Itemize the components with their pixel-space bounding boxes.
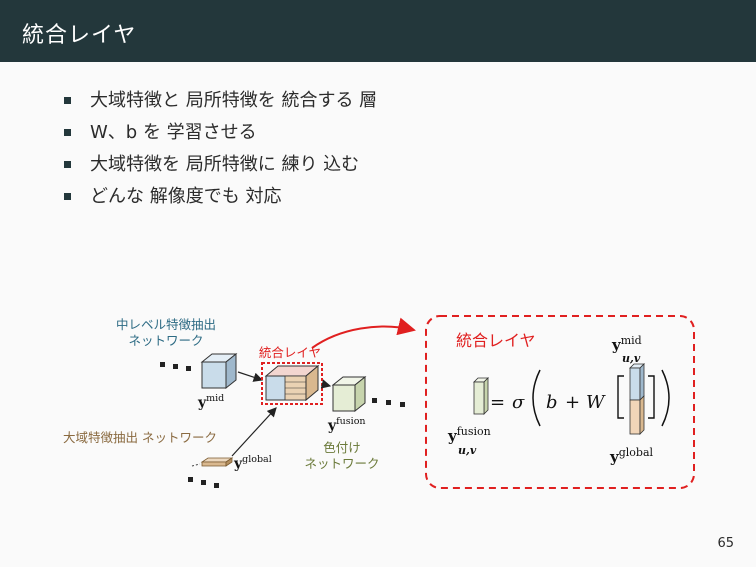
bullet-square-icon xyxy=(64,193,71,200)
plus-sign: + xyxy=(565,392,580,413)
ellipsis-dots-output xyxy=(372,398,405,407)
arrow-global-to-fusion xyxy=(231,407,277,457)
global-feature-slab xyxy=(200,457,234,467)
right-paren xyxy=(661,369,670,427)
bullet-item: 大域特徴と 局所特徴を 統合する 層 xyxy=(62,88,377,120)
title-bar: 統合レイヤ xyxy=(0,0,756,62)
uv-subscript-mid: u,v xyxy=(622,352,641,365)
fusion-layer-cube xyxy=(261,362,323,405)
ellipsis-dots-mid xyxy=(160,362,191,371)
mid-network-label-line1: 中レベル特徴抽出 xyxy=(116,317,216,332)
left-bracket xyxy=(617,375,624,419)
arrow-mid-to-fusion xyxy=(237,371,264,382)
uv-subscript-fusion: u,v xyxy=(458,444,477,457)
color-network-label-line2: ネットワーク xyxy=(304,456,379,471)
detail-title: 統合レイヤ xyxy=(456,331,536,350)
equals-sign: = xyxy=(490,392,505,413)
y-mid-uv-symbol: ymid xyxy=(611,334,642,354)
bullet-item: W、b を 学習させる xyxy=(62,120,377,152)
mid-network-label-line2: ネットワーク xyxy=(128,333,203,348)
bullet-square-icon xyxy=(64,129,71,136)
global-leader-line xyxy=(191,463,201,467)
y-global-eq-symbol: yglobal xyxy=(609,446,654,466)
left-paren xyxy=(532,369,541,427)
bullet-square-icon xyxy=(64,97,71,104)
concat-vector-bar xyxy=(629,363,645,435)
bullet-item: 大域特徴を 局所特徴に 練り 込む xyxy=(62,152,377,184)
y-global-symbol: yglobal xyxy=(233,454,272,472)
fusion-layer-label: 統合レイヤ xyxy=(259,345,321,360)
right-bracket xyxy=(648,375,655,419)
detail-box xyxy=(425,315,695,489)
color-network-label-line1: 色付け xyxy=(323,440,361,455)
bullet-list: 大域特徴と 局所特徴を 統合する 層 W、b を 学習させる 大域特徴を 局所特… xyxy=(62,88,377,216)
bullet-item: どんな 解像度でも 対応 xyxy=(62,184,377,216)
global-network-label: 大域特徴抽出 ネットワーク xyxy=(63,430,217,445)
y-fusion-symbol: yfusion xyxy=(327,416,366,434)
fused-vector-bar xyxy=(473,377,489,415)
bullet-square-icon xyxy=(64,161,71,168)
W-symbol: W xyxy=(586,392,606,413)
slide-title: 統合レイヤ xyxy=(22,23,137,48)
zoom-arrow xyxy=(311,317,416,349)
page-number: 65 xyxy=(717,536,734,551)
b-symbol: b xyxy=(546,392,558,413)
y-mid-symbol: ymid xyxy=(197,393,224,411)
y-fusion-uv-symbol: yfusion xyxy=(447,425,491,445)
mid-feature-cube xyxy=(200,352,238,390)
ellipsis-dots-global xyxy=(188,477,219,488)
arrow-fusion-to-color xyxy=(320,379,332,389)
fusion-output-cube xyxy=(331,375,367,413)
sigma-symbol: σ xyxy=(512,392,525,413)
